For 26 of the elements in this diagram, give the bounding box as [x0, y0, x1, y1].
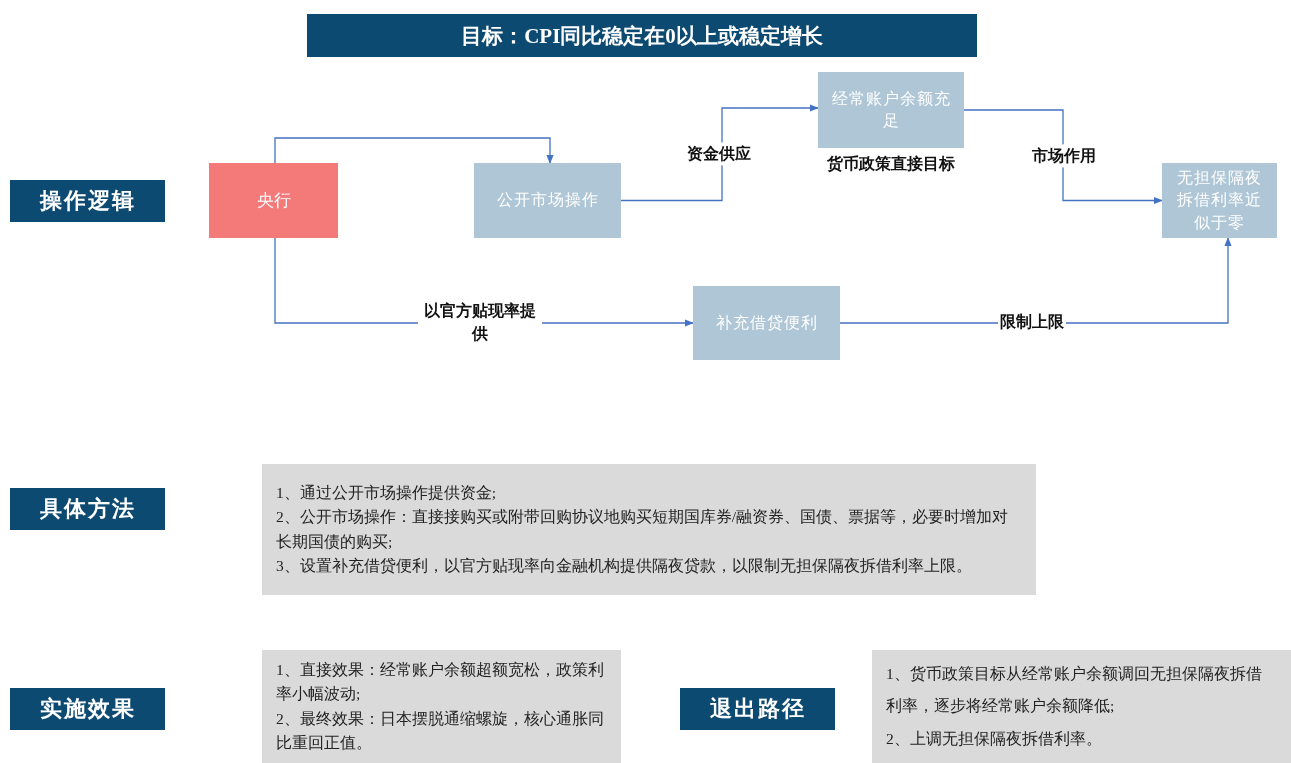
central-bank-box: 央行 [209, 163, 338, 238]
text-panel [872, 650, 1291, 763]
list-item: 1、直接效果：经常账户余额超额宽松，政策利率小幅波动; [276, 660, 605, 705]
list-item: 2、上调无担保隔夜拆借利率。 [886, 728, 1103, 749]
section-label: 实施效果 [10, 688, 165, 730]
process-box: 补充借贷便利 [693, 286, 840, 360]
section-label: 退出路径 [680, 688, 835, 730]
process-box: 经常账户余额充足 [818, 72, 964, 148]
list-item: 1、通过公开市场操作提供资金; [276, 483, 498, 504]
process-box: 公开市场操作 [474, 163, 621, 238]
connector-arrow [620, 104, 819, 202]
text-panel [262, 464, 1036, 595]
edge-label: 资金供应 [685, 142, 753, 166]
list-item: 1、货币政策目标从经常账户余额调回无担保隔夜拆借利率，逐步将经常账户余额降低; [886, 663, 1263, 717]
section-label: 具体方法 [10, 488, 165, 530]
edge-label: 市场作用 [1030, 144, 1098, 168]
section-label: 操作逻辑 [10, 180, 165, 222]
text-panel [262, 650, 621, 763]
list-item: 3、设置补充借贷便利，以官方贴现率向金融机构提供隔夜贷款，以限制无担保隔夜拆借利率上限。 [276, 555, 973, 576]
box-caption: 货币政策直接目标 [826, 154, 956, 175]
title-banner: 目标：CPI同比稳定在0以上或稳定增长 [307, 14, 977, 57]
connector-arrow [274, 137, 554, 164]
connector-arrow [963, 109, 1163, 205]
process-box: 无担保隔夜拆借利率近似于零 [1162, 163, 1277, 238]
list-item: 2、最终效果：日本摆脱通缩螺旋，核心通胀同比重回正值。 [276, 708, 605, 753]
list-item: 2、公开市场操作：直接接购买或附带回购协议地购买短期国库券/融资券、国债、票据等，必要时增加对长期国债的购买; [276, 507, 1010, 552]
